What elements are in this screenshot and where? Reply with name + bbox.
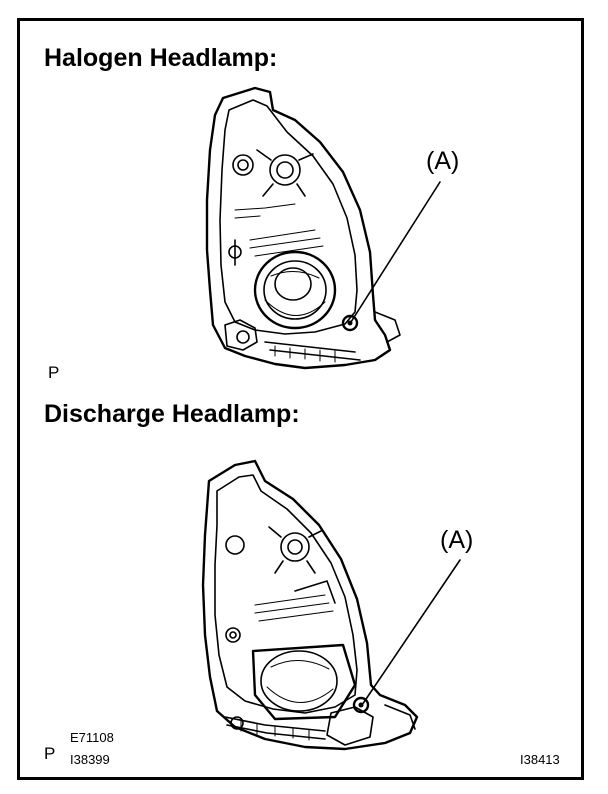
halogen-headlamp-title: Halogen Headlamp: bbox=[44, 44, 278, 72]
figure-code-e71108: E71108 bbox=[70, 730, 114, 745]
figure-code-i38413: I38413 bbox=[520, 752, 560, 767]
corner-label-halogen: P bbox=[48, 363, 60, 382]
discharge-headlamp-drawing bbox=[201, 459, 419, 751]
adjuster-callout-halogen: (A) bbox=[426, 147, 460, 175]
diagram-frame bbox=[17, 18, 584, 780]
halogen-headlamp-drawing bbox=[205, 86, 401, 370]
leader-line-halogen bbox=[350, 181, 441, 323]
adjuster-callout-discharge: (A) bbox=[440, 526, 474, 554]
corner-label-discharge: P bbox=[44, 744, 56, 763]
discharge-headlamp-title: Discharge Headlamp: bbox=[44, 400, 300, 428]
figure-code-i38399: I38399 bbox=[70, 752, 110, 767]
leader-line-discharge bbox=[361, 559, 461, 706]
